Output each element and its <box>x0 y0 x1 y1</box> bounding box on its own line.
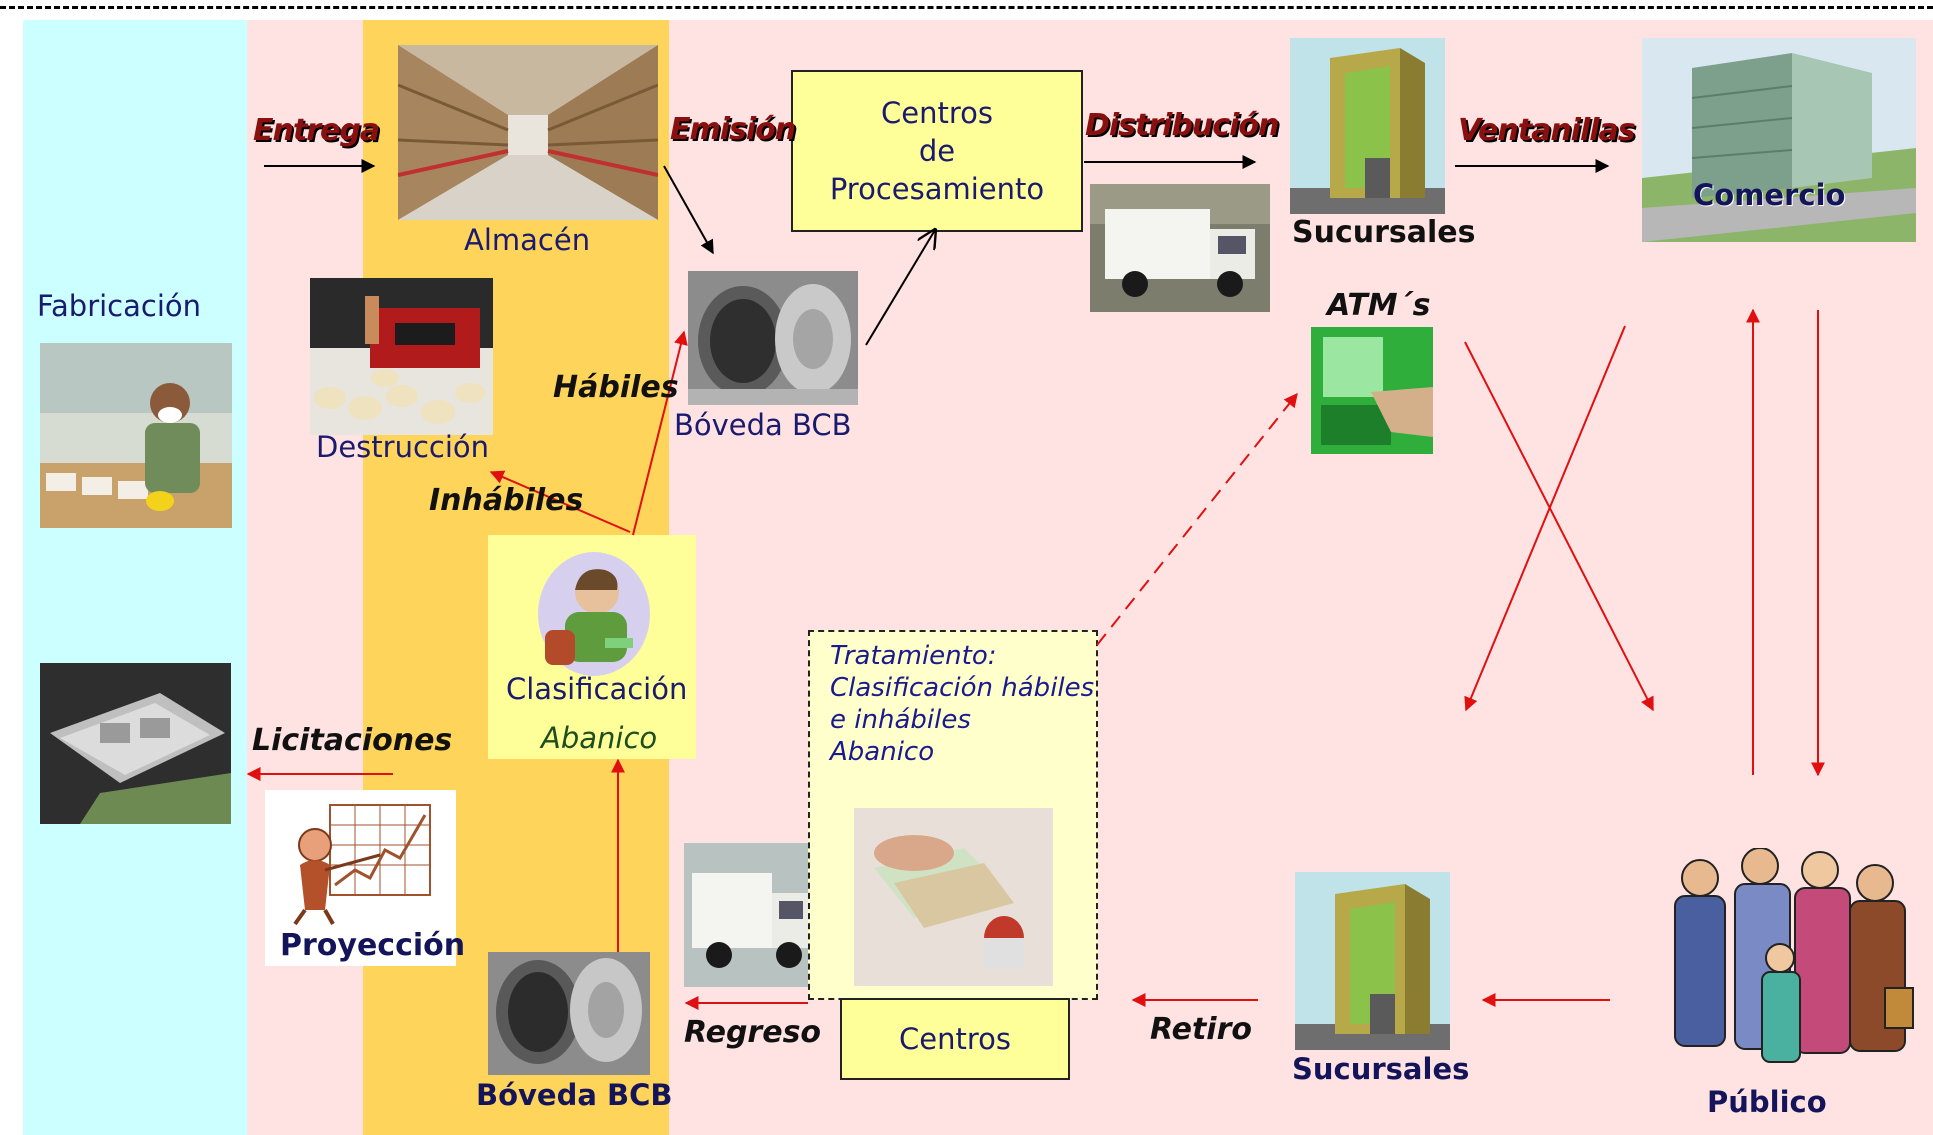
inhabiles-arrow <box>489 470 631 533</box>
comercio-image <box>1642 38 1916 242</box>
tratamiento-to-atm-arrow <box>1096 392 1298 646</box>
destruccion-label: Destrucción <box>316 430 490 464</box>
tratamiento-line-2: Clasificación hábiles <box>830 673 1095 703</box>
emision-arrow <box>663 165 714 255</box>
sucursales-top-image <box>1290 38 1445 214</box>
tratamiento-image <box>854 808 1053 986</box>
boveda-bottom-label: Bóveda BCB <box>476 1078 673 1112</box>
boveda-top-image <box>688 271 858 405</box>
comercio-cross-arrow <box>1464 325 1626 712</box>
tratamiento-line-1: Tratamiento: <box>830 641 997 671</box>
sucursales-bottom-image <box>1295 872 1450 1050</box>
ventanillas-label: Ventanillas <box>1458 113 1636 148</box>
centros-procesamiento-box: Centros de Procesamiento <box>791 70 1083 232</box>
destruccion-image <box>310 278 493 435</box>
habiles-label: Hábiles <box>553 370 679 405</box>
habiles-arrow <box>632 330 688 536</box>
boveda-to-centros-arrow <box>865 230 935 346</box>
atm-to-publico-arrow <box>1464 341 1654 712</box>
fabricacion-label: Fabricación <box>37 289 202 323</box>
tratamiento-text: Tratamiento: Clasificación hábiles e inh… <box>830 640 1094 768</box>
clasificacion-label: Clasificación <box>506 672 688 706</box>
publico-label: Público <box>1707 1085 1827 1119</box>
comercio-label: Comercio <box>1693 178 1846 212</box>
truck-top-image <box>1090 184 1270 312</box>
centros-bottom-box: Centros <box>840 998 1070 1080</box>
publico-image <box>1640 848 1930 1093</box>
almacen-label: Almacén <box>464 223 591 257</box>
entrega-label: Entrega <box>253 113 380 148</box>
emision-label: Emisión <box>670 112 796 147</box>
sucursales-bottom-label: Sucursales <box>1292 1052 1470 1086</box>
abanico-label: Abanico <box>541 721 658 755</box>
boveda-bottom-image <box>488 952 650 1075</box>
atm-image <box>1311 327 1433 454</box>
truck-bottom-image <box>684 843 817 987</box>
regreso-label: Regreso <box>684 1015 822 1050</box>
inhabiles-label: Inhábiles <box>429 483 584 518</box>
licitaciones-label: Licitaciones <box>252 723 453 758</box>
distribucion-label: Distribución <box>1085 108 1279 143</box>
fabricacion-image <box>40 343 232 528</box>
centros-procesamiento-line-2: de <box>918 134 956 168</box>
almacen-image <box>398 45 658 220</box>
fabrication-band <box>23 20 247 1135</box>
atms-label: ATM´s <box>1327 288 1431 323</box>
clasificacion-person-image <box>535 550 653 678</box>
centros-bottom-label: Centros <box>899 1022 1011 1056</box>
centros-procesamiento-line-3: Procesamiento <box>829 172 1045 206</box>
licitaciones-building-image <box>40 663 231 824</box>
proyeccion-label: Proyección <box>280 928 466 963</box>
sucursales-top-label: Sucursales <box>1292 215 1476 250</box>
centros-procesamiento-line-1: Centros <box>881 96 993 130</box>
boveda-top-label: Bóveda BCB <box>674 408 852 442</box>
proyeccion-image <box>285 800 435 925</box>
top-dashed-border <box>0 6 1933 9</box>
tratamiento-line-4: Abanico <box>830 737 935 767</box>
tratamiento-line-3: e inhábiles <box>830 705 971 735</box>
retiro-label: Retiro <box>1150 1012 1252 1047</box>
